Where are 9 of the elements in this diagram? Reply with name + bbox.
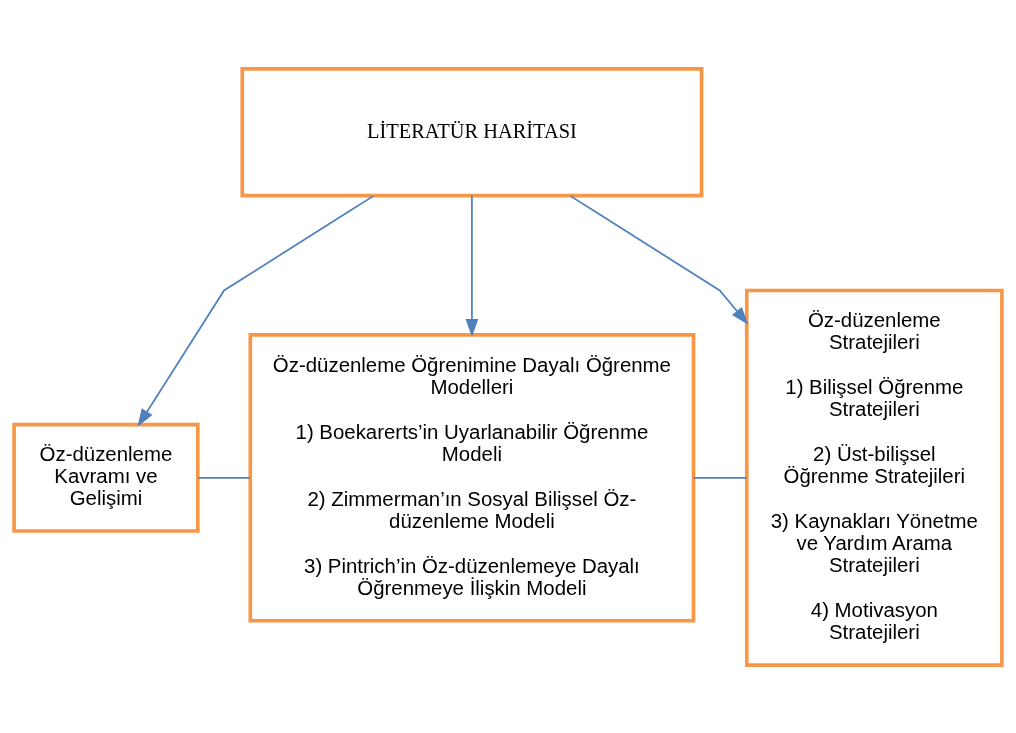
node-box: LİTERATÜR HARİTASI bbox=[240, 66, 704, 197]
connector bbox=[692, 476, 748, 479]
node-box: Öz-düzenleme Kavramı ve Gelişimi bbox=[12, 422, 200, 533]
node-box: Öz-düzenleme Stratejileri 1) Bilişsel Öğrenme Stratejileri 2) Üst-bilişsel Öğrenme Stratejileri 3) Kaynakları Yönetme ve Yardım Arama Stratejileri 4) Motivasyon Stratejileri bbox=[744, 288, 1004, 667]
connector bbox=[197, 476, 251, 479]
arrow bbox=[465, 194, 479, 337]
arrow bbox=[137, 194, 375, 427]
node-box: Öz-düzenleme Öğrenimine Dayalı Öğrenme Modelleri 1) Boekarerts’in Uyarlanabilir Öğrenme Modeli 2) Zimmerman’ın Sosyal Bilişsel Öz-düzenleme Modeli 3) Pintrich’in Öz-düzenlemeye Dayalı Öğrenmeye İlişkin Modeli bbox=[248, 332, 696, 623]
arrow bbox=[569, 194, 749, 325]
